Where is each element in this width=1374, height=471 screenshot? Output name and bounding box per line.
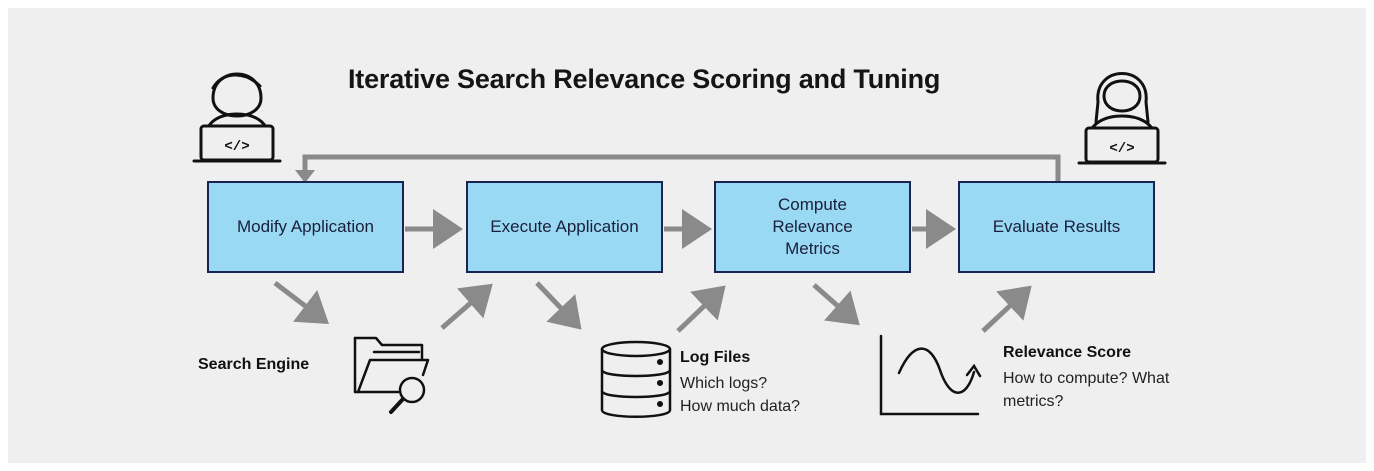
arrow-relevance-score-to-evaluate xyxy=(981,285,1032,333)
arrow-execute-to-log-files xyxy=(535,281,582,330)
relevance-score-label: Relevance Score xyxy=(1003,344,1132,361)
step-label: Execute Application xyxy=(490,216,639,236)
step-evaluate-results: Evaluate Results xyxy=(958,181,1155,273)
developer-icon: </> xyxy=(192,72,282,163)
log-files-question-2: How much data? xyxy=(680,398,801,415)
log-files-label: Log Files xyxy=(680,349,751,366)
arrow-search-engine-to-execute xyxy=(440,283,493,330)
curve-chart-icon xyxy=(879,334,982,416)
arrow-modify-to-search-engine xyxy=(273,281,329,325)
log-files-question-1: Which logs? xyxy=(680,375,768,392)
step-label: Modify Application xyxy=(236,216,375,236)
arrow-log-files-to-compute xyxy=(676,285,726,333)
developer-female-icon: </> xyxy=(1077,72,1167,165)
step-compute-relevance-metrics: Compute Relevance Metrics xyxy=(714,181,911,273)
feedback-loop-arrow xyxy=(295,154,1061,183)
diagram-title: Iterative Search Relevance Scoring and T… xyxy=(348,64,941,94)
arrow-compute-to-relevance-score xyxy=(812,283,860,326)
step-modify-application: Modify Application xyxy=(207,181,404,273)
step-label: Compute Relevance Metrics xyxy=(772,194,853,259)
svg-text:</>: </> xyxy=(224,139,249,155)
step-label: Evaluate Results xyxy=(992,216,1121,236)
relevance-score-question-2: metrics? xyxy=(1003,393,1064,410)
database-icon xyxy=(600,340,672,418)
folder-search-icon xyxy=(353,336,430,414)
relevance-score-question-1: How to compute? What xyxy=(1003,370,1170,387)
search-engine-label: Search Engine xyxy=(198,356,310,373)
step-execute-application: Execute Application xyxy=(466,181,663,273)
svg-text:</>: </> xyxy=(1109,141,1134,157)
